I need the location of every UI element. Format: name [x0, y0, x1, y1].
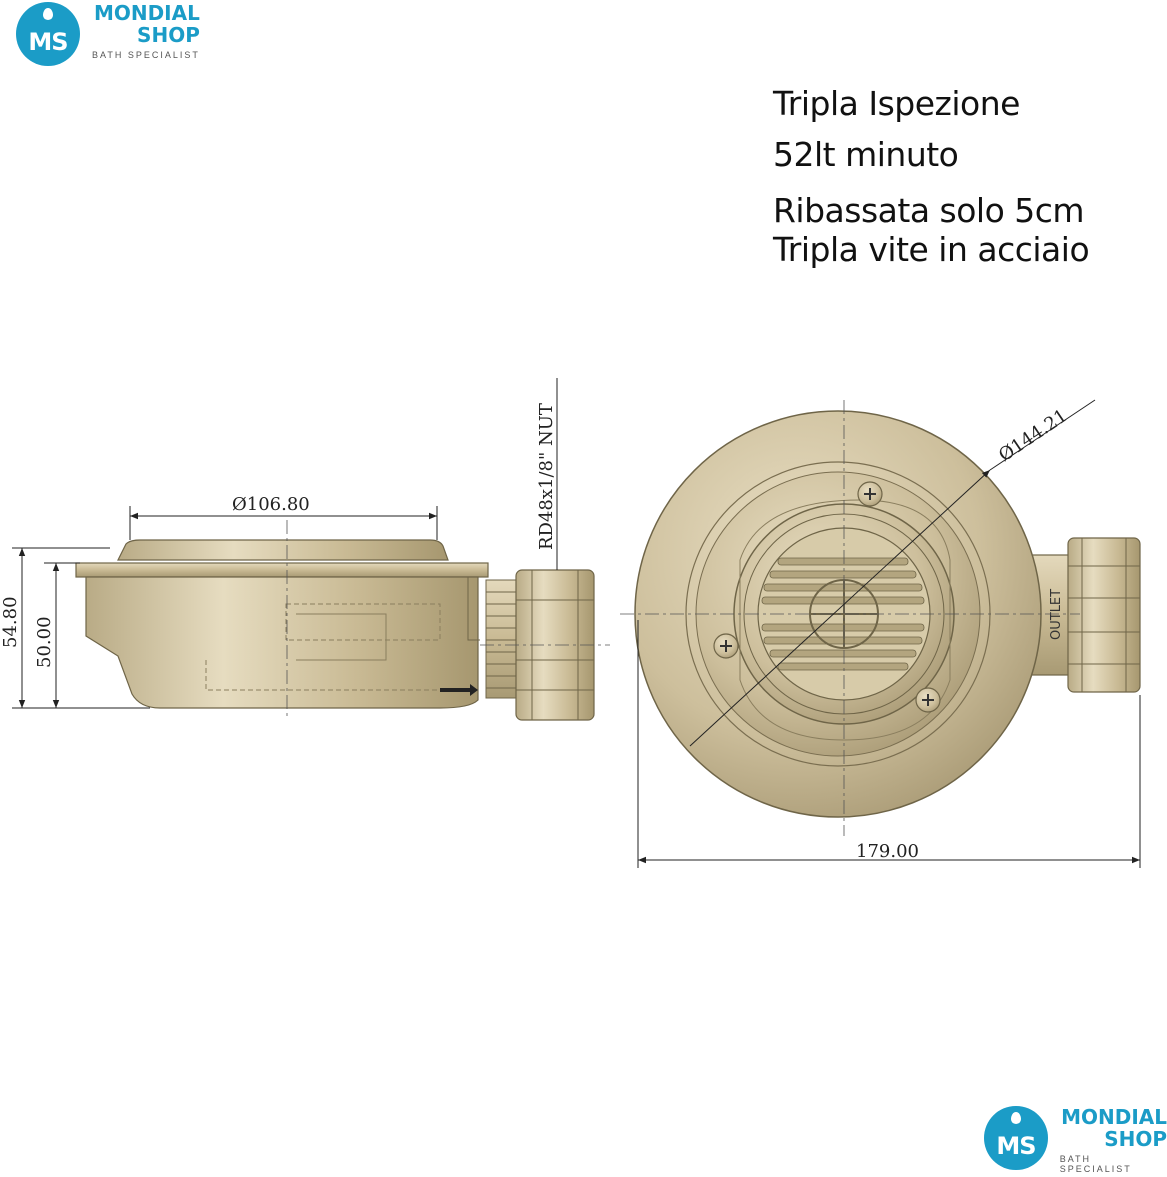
- water-drop-icon: [1011, 1112, 1021, 1124]
- screw-icon: [857, 481, 883, 507]
- feature-4: Tripla vite in acciaio: [773, 230, 1090, 269]
- side-view-dimensions: [12, 378, 558, 709]
- logo-tagline: BATH SPECIALIST: [92, 50, 200, 60]
- outlet-label: OUTLET: [1049, 589, 1064, 640]
- logo-wordmark: MONDIAL SHOP BATH SPECIALIST: [1060, 1106, 1167, 1174]
- side-view: [75, 520, 610, 721]
- top-view-dimensions: [637, 399, 1141, 868]
- width-label: 179.00: [856, 841, 919, 862]
- logo-line2: SHOP: [1104, 1127, 1167, 1151]
- top-diameter-label: Ø106.80: [232, 494, 310, 515]
- logo-line1: MONDIAL: [93, 1, 200, 25]
- total-height-label: 54.80: [0, 596, 21, 648]
- feature-3: Ribassata solo 5cm: [773, 191, 1085, 230]
- water-drop-icon: [43, 8, 53, 20]
- screw-icon: [915, 687, 941, 713]
- logo-badge: MS: [16, 2, 80, 66]
- screw-icon: [713, 633, 739, 659]
- body-height-label: 50.00: [34, 616, 55, 668]
- outer-diameter-label: Ø144.21: [995, 405, 1071, 466]
- logo-line2: SHOP: [137, 23, 200, 47]
- brand-logo-top: MS MONDIAL SHOP BATH SPECIALIST: [16, 2, 200, 66]
- logo-line1: MONDIAL: [1061, 1105, 1167, 1129]
- logo-wordmark: MONDIAL SHOP BATH SPECIALIST: [92, 2, 200, 60]
- brand-logo-bottom: MS MONDIAL SHOP BATH SPECIALIST: [984, 1106, 1167, 1174]
- logo-badge-text: MS: [996, 1132, 1036, 1160]
- logo-badge-text: MS: [28, 28, 68, 56]
- feature-2: 52lt minuto: [773, 135, 959, 174]
- logo-badge: MS: [984, 1106, 1048, 1170]
- feature-1: Tripla Ispezione: [773, 84, 1020, 123]
- thread-label: RD48x1/8" NUT: [536, 403, 557, 550]
- top-view: OUTLET: [620, 400, 1141, 836]
- logo-tagline: BATH SPECIALIST: [1059, 1154, 1132, 1174]
